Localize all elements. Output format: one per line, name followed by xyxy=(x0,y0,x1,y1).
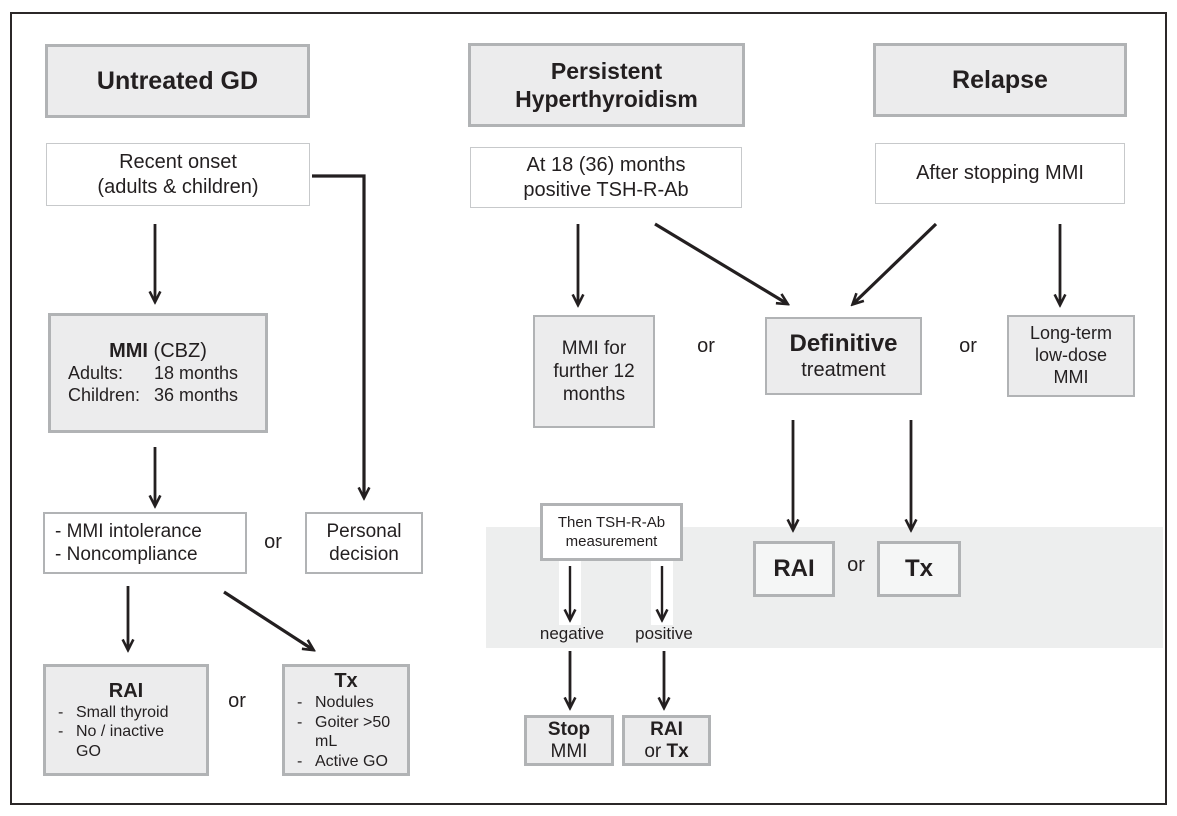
node-long-term-mmi: Long-term low-dose MMI xyxy=(1007,315,1135,397)
at18-line2: positive TSH-R-Ab xyxy=(523,178,689,201)
definitive-line1: Definitive xyxy=(789,330,898,358)
node-then-tshrab: Then TSH-R-Ab measurement xyxy=(540,503,683,561)
mmi-cbz-rows: Adults: 18 months Children: 36 months xyxy=(51,363,265,407)
after-stopping-text: After stopping MMI xyxy=(916,162,1084,185)
bullet-dash: - xyxy=(58,723,64,741)
node-after-stopping-mmi: After stopping MMI xyxy=(875,143,1125,204)
recent-onset-line1: Recent onset xyxy=(119,151,237,174)
rai-left-item: - No / inactive xyxy=(54,722,202,742)
label-positive: positive xyxy=(635,624,693,643)
relapse-title: Relapse xyxy=(952,65,1048,94)
rai-or-tx-line1: RAI xyxy=(650,718,683,740)
node-rai-or-tx: RAI or Tx xyxy=(622,715,711,766)
mmi-cbz-suffix: (CBZ) xyxy=(148,339,207,362)
node-tx-mid: Tx xyxy=(877,541,961,597)
at18-line1: At 18 (36) months xyxy=(526,154,686,177)
tx-left-title: Tx xyxy=(334,669,358,692)
mmi-cbz-row-children: Children: 36 months xyxy=(68,385,265,407)
personal-line2: decision xyxy=(329,544,399,565)
rai-item-text: GO xyxy=(76,742,101,760)
rai-mid-text: RAI xyxy=(773,555,815,583)
mmi-cbz-row-adults: Adults: 18 months xyxy=(68,363,265,385)
node-rai-left: RAI - Small thyroid - No / inactive GO xyxy=(43,664,209,776)
node-untreated-gd-header: Untreated GD xyxy=(45,44,310,118)
bullet-dash: - xyxy=(297,713,303,731)
bullet-dash: - xyxy=(58,703,64,721)
tx-left-items: - Nodules - Goiter >50 mL - Active GO xyxy=(285,693,407,771)
rai-left-item: GO xyxy=(54,742,202,762)
label-negative: negative xyxy=(539,624,605,643)
mmi-cbz-name: MMI xyxy=(109,339,148,362)
mmi-adults-label: Adults: xyxy=(68,363,124,384)
rai-or-tx-line2: or Tx xyxy=(644,741,688,763)
bullet-dash xyxy=(54,742,76,762)
untreated-gd-title: Untreated GD xyxy=(96,66,259,95)
label-or-definitive: or xyxy=(697,335,715,357)
rai-item-text: No / inactive xyxy=(76,723,165,741)
rai-or-tx-tx: Tx xyxy=(666,740,689,762)
then-tsh-line2: measurement xyxy=(565,533,658,550)
recent-onset-line2: (adults & children) xyxy=(97,175,259,198)
label-or-longterm: or xyxy=(959,335,977,357)
node-tx-left: Tx - Nodules - Goiter >50 mL - Active GO xyxy=(282,664,410,776)
tx-item-text: Nodules xyxy=(315,694,374,712)
stop-mmi-line1: Stop xyxy=(547,718,591,740)
persistent-title-line1: Persistent xyxy=(550,57,663,84)
longterm-line2: low-dose xyxy=(1034,345,1108,366)
longterm-line1: Long-term xyxy=(1029,323,1113,344)
mmi-cbz-title: MMI (CBZ) xyxy=(51,339,265,363)
label-or-mid: or xyxy=(847,554,865,576)
stop-mmi-line2: MMI xyxy=(550,740,588,762)
label-or-rai-tx: or xyxy=(228,690,246,712)
mmi-children-label: Children: xyxy=(68,385,141,406)
rai-left-title: RAI xyxy=(108,679,144,702)
bullet-dash: - xyxy=(297,752,303,770)
bullet-dash: - xyxy=(297,694,303,712)
persistent-title-line2: Hyperthyroidism xyxy=(515,86,698,112)
node-personal-decision: Personal decision xyxy=(305,512,423,574)
personal-line1: Personal xyxy=(326,520,402,542)
tx-mid-text: Tx xyxy=(904,555,933,583)
intolerance-line1: - MMI intolerance xyxy=(55,520,202,542)
node-mmi-cbz: MMI (CBZ) Adults: 18 months Children: 36… xyxy=(48,313,268,433)
mmi-adults-value: 18 months xyxy=(154,363,239,384)
rai-or-tx-or: or xyxy=(644,740,667,762)
node-definitive-treatment: Definitive treatment xyxy=(765,317,922,395)
rai-left-item: - Small thyroid xyxy=(54,703,202,723)
node-mmi-intolerance: - MMI intolerance - Noncompliance xyxy=(43,512,247,574)
node-rai-mid: RAI xyxy=(753,541,835,597)
tx-left-item: - Nodules xyxy=(293,693,403,713)
node-stop-mmi: Stop MMI xyxy=(524,715,614,766)
intolerance-line2: - Noncompliance xyxy=(55,544,198,565)
definitive-line2: treatment xyxy=(801,359,886,382)
tx-item-text: Active GO xyxy=(315,752,388,770)
node-mmi-further-12: MMI for further 12 months xyxy=(533,315,655,428)
then-tsh-line1: Then TSH-R-Ab xyxy=(557,513,666,531)
tx-left-item: - Active GO xyxy=(293,752,403,772)
node-at-18-months: At 18 (36) months positive TSH-R-Ab xyxy=(470,147,742,208)
tx-item-text: Goiter >50 mL xyxy=(315,713,391,751)
mmi-children-value: 36 months xyxy=(154,385,239,406)
node-relapse-header: Relapse xyxy=(873,43,1127,117)
longterm-line3: MMI xyxy=(1053,366,1089,387)
node-persistent-header: Persistent Hyperthyroidism xyxy=(468,43,745,127)
tx-left-item: - Goiter >50 mL xyxy=(293,713,403,752)
mmi-further-text: MMI for further 12 months xyxy=(553,337,635,406)
node-recent-onset: Recent onset (adults & children) xyxy=(46,143,310,206)
label-or-personal: or xyxy=(264,531,282,553)
rai-left-items: - Small thyroid - No / inactive GO xyxy=(46,703,206,762)
rai-item-text: Small thyroid xyxy=(76,703,169,721)
